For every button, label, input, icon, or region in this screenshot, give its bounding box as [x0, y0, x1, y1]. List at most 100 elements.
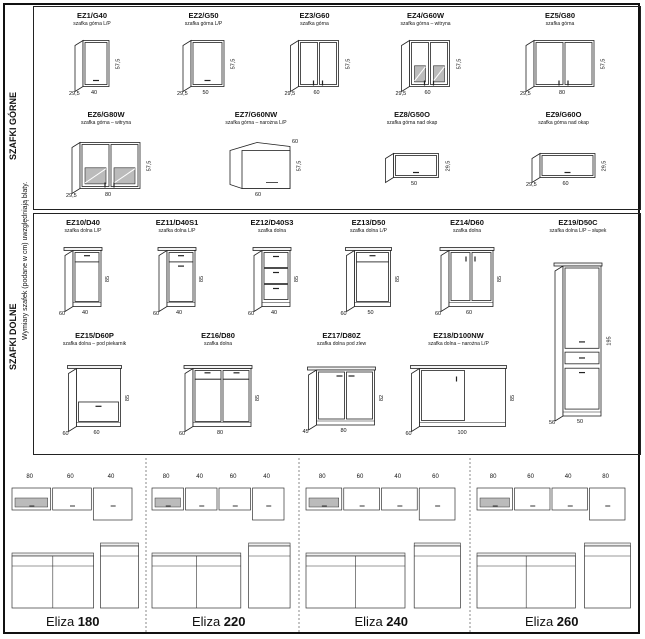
- set-width-dimension: 60: [67, 474, 74, 480]
- cabinet-description: szafka dolna L/P – słupek: [549, 228, 607, 234]
- width-dimension: 60: [313, 89, 320, 96]
- cabinet-description: szafka górna L/P: [73, 21, 111, 27]
- cabinet-code: EZ3/G60: [299, 11, 330, 20]
- set-name: Eliza: [192, 614, 224, 629]
- cabinet-description: szafka dolna L/P: [158, 228, 196, 234]
- width2-dimension: 60: [292, 138, 299, 145]
- cabinet-description: szafka górna – witryna: [80, 120, 132, 126]
- cabinet-description: szafka górna – witryna: [400, 21, 451, 27]
- set-width-dimension: 60: [356, 474, 364, 480]
- width-dimension: 40: [91, 89, 98, 96]
- width-dimension: 60: [255, 191, 262, 198]
- set-size: 180: [77, 614, 100, 629]
- width-dimension: 60: [93, 429, 100, 436]
- cabinet-code: EZ15/D60P: [75, 331, 114, 340]
- set-name-label: Eliza 260: [525, 614, 579, 629]
- cabinet-description: szafka dolna – pod piekarnik: [62, 341, 127, 347]
- set-width-dimension: 40: [196, 474, 203, 480]
- depth-dimension: 60: [62, 430, 69, 437]
- set-name-label: Eliza 240: [355, 614, 409, 629]
- set-width-dimension: 80: [162, 474, 170, 480]
- cabinet-code: EZ18/D100NW: [433, 331, 484, 340]
- cabinet-code: EZ17/D80Z: [322, 331, 361, 340]
- cabinet-description: szafka dolna L/P: [350, 228, 387, 234]
- cabinet-code: EZ9/G60O: [545, 110, 582, 119]
- width-dimension: 50: [577, 419, 584, 425]
- cabinet-code: EZ8/G50O: [394, 110, 430, 119]
- set-width-dimension: 40: [564, 474, 572, 480]
- set-width-dimension: 60: [527, 474, 534, 480]
- cabinet-code: EZ12/D40S3: [250, 218, 294, 227]
- depth-dimension: 56: [549, 420, 556, 426]
- depth-dimension: 60: [248, 310, 255, 317]
- width-dimension: 60: [466, 309, 473, 316]
- width-dimension: 60: [562, 180, 569, 187]
- cabinet-description: szafka dolna: [257, 228, 287, 234]
- depth-dimension: 29,5: [284, 90, 296, 97]
- set-size: 240: [386, 614, 408, 629]
- depth-dimension: 45: [302, 429, 309, 435]
- width-dimension: 80: [217, 429, 224, 436]
- cabinet-code: EZ13/D50: [351, 218, 386, 227]
- depth-dimension: 60: [435, 310, 442, 317]
- cabinet-description: szafka dolna – narożna L/P: [428, 341, 489, 347]
- width-dimension: 80: [559, 89, 566, 96]
- set-width-dimension: 40: [394, 474, 402, 480]
- width-dimension: 40: [271, 309, 278, 316]
- lower-cabinets-panel: [33, 213, 641, 455]
- set-width-dimension: 80: [602, 474, 609, 480]
- cabinet-description: szafka dolna: [452, 228, 482, 234]
- width-dimension: 80: [105, 191, 112, 198]
- cabinet-code: EZ11/D40S1: [155, 218, 199, 227]
- set-name-label: Eliza 180: [46, 614, 100, 629]
- cabinet-description: szafka dolna pod zlew: [316, 341, 367, 347]
- cabinet-description: szafka górna nad okap: [538, 120, 589, 126]
- cabinet-code: EZ16/D80: [201, 331, 235, 340]
- depth-dimension: 60: [153, 310, 160, 317]
- cabinet-code: EZ10/D40: [66, 218, 100, 227]
- set-size: 260: [556, 614, 579, 629]
- set-width-dimension: 40: [263, 474, 270, 480]
- set-width-dimension: 40: [107, 474, 115, 480]
- width-dimension: 50: [367, 309, 374, 316]
- cabinet-code: EZ4/G60W: [406, 11, 445, 20]
- set-name: Eliza: [525, 614, 557, 629]
- depth-dimension: 29,5: [526, 181, 537, 188]
- cabinet-code: EZ5/G80: [544, 11, 575, 20]
- depth-dimension: 60: [179, 430, 186, 437]
- width-dimension: 40: [176, 309, 183, 316]
- catalog-frame: [3, 3, 640, 634]
- width-dimension: 60: [424, 89, 431, 96]
- cabinet-code: EZ14/D60: [450, 218, 484, 227]
- width-dimension: 40: [82, 309, 89, 316]
- set-width-dimension: 60: [229, 474, 237, 480]
- cabinet-code: EZ6/G80W: [87, 110, 125, 119]
- cabinet-code: EZ7/G60NW: [234, 110, 278, 119]
- set-size: 220: [223, 614, 246, 629]
- cabinet-description: szafka górna – narożna L/P: [225, 120, 287, 126]
- set-name: Eliza: [354, 614, 387, 629]
- cabinet-description: szafka górna nad okap: [386, 120, 438, 126]
- cabinet-code: EZ1/G40: [76, 11, 107, 20]
- set-width-dimension: 80: [318, 474, 326, 480]
- upper-cabinets-panel: [33, 6, 641, 210]
- depth-dimension: 60: [340, 310, 347, 317]
- cabinet-code: EZ2/G50: [188, 11, 219, 20]
